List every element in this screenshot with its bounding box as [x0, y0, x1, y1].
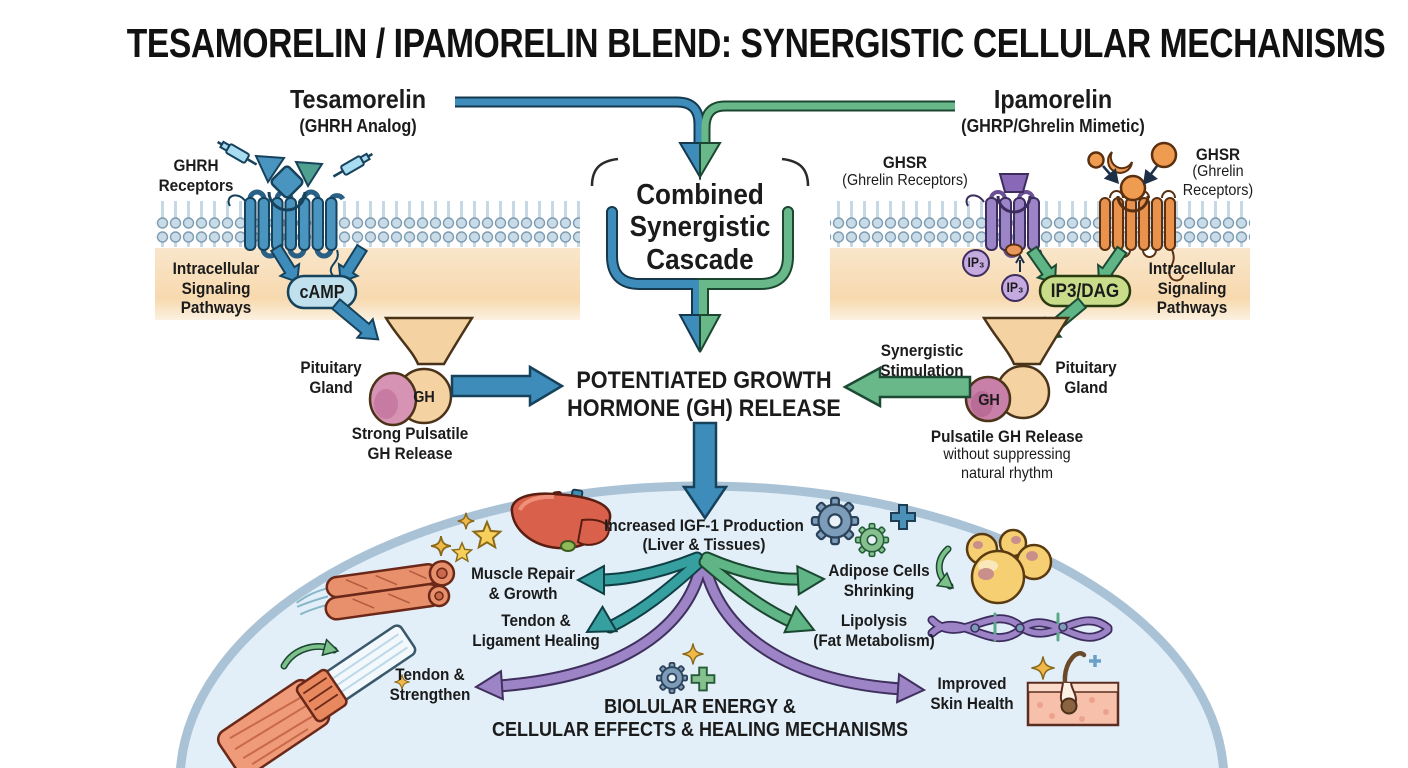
gh-label-right: GH	[978, 392, 1000, 409]
ghsr-label-right-title: GHSR	[1195, 145, 1241, 164]
ghsr-label-left-sub: (Ghrelin Receptors)	[842, 172, 968, 189]
footer-line1: BIOLULAR ENERGY &	[604, 696, 796, 718]
gh-label-left: GH	[413, 389, 435, 406]
cascade-ribbon-arrow	[606, 206, 794, 353]
ghrh-receptor-icon	[213, 136, 377, 279]
potentiated-gh-label: POTENTIATED GROWTH HORMONE (GH) RELEASE	[567, 367, 841, 422]
ligand-hat-icon	[998, 173, 1030, 193]
tendon-strengthen-label: Tendon & Strengthen	[389, 665, 471, 704]
muscle-repair-label: Muscle Repair & Growth	[471, 564, 575, 603]
ip3-label: IP₃	[1006, 280, 1024, 295]
ipamorelin-subheading: (GHRP/Ghrelin Mimetic)	[961, 116, 1145, 136]
ghrh-receptors-label: GHRH Receptors	[158, 156, 234, 195]
skin-hair-follicle-icon	[1026, 651, 1120, 727]
intracellular-label-left: Intracellular Signaling Pathways	[172, 259, 260, 318]
tesamorelin-heading: Tesamorelin	[289, 84, 427, 114]
ip3-badge	[1001, 274, 1029, 302]
cascade-label: Combined Synergistic Cascade	[629, 179, 771, 276]
ip3-label: IP₃	[967, 255, 985, 270]
ghrelin-ligand-icon	[1119, 174, 1147, 202]
igf-production-sublabel: (Liver & Tissues)	[642, 535, 766, 554]
plus-icon	[1089, 655, 1101, 667]
ghrelin-ligand-icon	[1087, 151, 1105, 169]
ghsr-receptor-purple-icon	[965, 173, 1043, 267]
pulsatile-release-sublabel: without suppressing natural rhythm	[943, 446, 1071, 482]
ip3-badge	[962, 249, 990, 277]
binding-cup-icon	[267, 191, 307, 212]
synergistic-stimulation-label: Synergistic Stimulation	[880, 341, 964, 380]
diagram-title: TESAMORELIN / IPAMORELIN BLEND: SYNERGIS…	[126, 20, 1386, 66]
tendon-healing-label: Tendon & Ligament Healing	[472, 611, 600, 650]
ligand-diamond-icon	[270, 165, 304, 199]
pituitary-gland-right-icon	[964, 316, 1071, 423]
camp-signaling	[265, 241, 387, 350]
collagen-helix-icon	[927, 612, 1113, 642]
adipose-shrinking-label: Adipose Cells Shrinking	[828, 561, 930, 600]
lipolysis-label: Lipolysis (Fat Metabolism)	[813, 611, 935, 650]
g-protein-icon	[1005, 243, 1023, 257]
liver-icon	[510, 488, 612, 552]
ligand-triangle-icon	[254, 154, 286, 185]
combined-input-arrow	[455, 96, 955, 181]
ghsr-label-left-title: GHSR	[882, 153, 928, 172]
effect-branch-arrows	[474, 551, 926, 705]
improved-skin-label: Improved Skin Health	[930, 674, 1014, 713]
cascade-braces	[590, 157, 810, 187]
ip3-dag-signaling	[962, 242, 1133, 349]
ligand-triangle-icon	[294, 160, 324, 189]
pituitary-label-left: Pituitary Gland	[300, 358, 362, 397]
igf-production-label: Increased IGF-1 Production	[604, 516, 804, 535]
pulsatile-release-label: Pulsatile GH Release	[930, 427, 1084, 446]
ipamorelin-heading: Ipamorelin	[993, 84, 1113, 114]
tendon-icon	[216, 624, 417, 768]
tesamorelin-subheading: (GHRH Analog)	[299, 116, 417, 136]
footer-line2: CELLULAR EFFECTS & HEALING MECHANISMS	[492, 719, 908, 741]
pituitary-label-right: Pituitary Gland	[1055, 358, 1117, 397]
adipose-cells-icon	[935, 528, 1053, 605]
tendon-growth-arrow	[280, 638, 411, 691]
ghrelin-crescent-icon	[1107, 151, 1133, 174]
ip3dag-label: IP3/DAG	[1050, 281, 1120, 302]
pituitary-gland-left-icon	[368, 316, 475, 427]
ghsr-label-right-sub: (Ghrelin Receptors)	[1182, 163, 1254, 199]
ghrelin-ligand-icon	[1150, 141, 1178, 169]
cell-membrane-left	[155, 201, 580, 320]
strong-pulsatile-label: Strong Pulsatile GH Release	[351, 424, 469, 463]
camp-label: cAMP	[299, 282, 345, 302]
muscle-icon	[296, 560, 456, 621]
intracellular-label-right: Intracellular Signaling Pathways	[1148, 259, 1236, 318]
